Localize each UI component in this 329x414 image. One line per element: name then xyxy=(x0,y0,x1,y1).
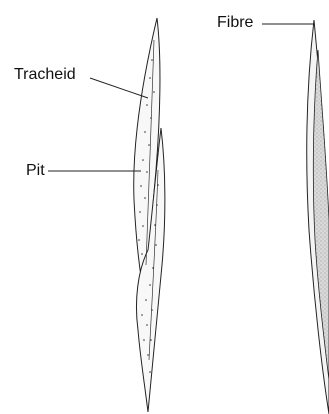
pit-dot xyxy=(144,197,146,199)
tracheid-leader-line xyxy=(90,78,148,98)
pit-dot xyxy=(145,299,147,301)
pit-dot xyxy=(149,284,151,286)
tracheid-label: Tracheid xyxy=(14,66,76,84)
pit-dot xyxy=(151,309,153,311)
pit-dot xyxy=(142,225,144,227)
pit-dot xyxy=(147,354,149,356)
pit-dot xyxy=(146,104,148,106)
pit-dot xyxy=(157,184,159,186)
pit-dot xyxy=(141,314,143,316)
pit-dot xyxy=(152,267,154,269)
fibre-cell xyxy=(307,20,329,414)
pit-dot xyxy=(146,324,148,326)
pit-dot xyxy=(151,59,153,61)
pit-dot xyxy=(144,131,146,133)
pit-dot xyxy=(150,117,152,119)
pit-dot xyxy=(156,204,158,206)
pit-dot xyxy=(140,185,142,187)
pit-dot xyxy=(153,91,155,93)
fibre-label: Fibre xyxy=(217,14,253,32)
pit-dot xyxy=(149,371,151,373)
pit-dot xyxy=(154,224,156,226)
pit-dot xyxy=(148,144,150,146)
tracheid-cell xyxy=(134,18,165,412)
pit-dot xyxy=(139,211,141,213)
pit-dot xyxy=(146,171,148,173)
pit-label: Pit xyxy=(26,162,45,180)
pit-dot xyxy=(142,159,144,161)
pit-dot xyxy=(155,244,157,246)
pit-dot xyxy=(138,239,140,241)
pit-dot xyxy=(150,339,152,341)
pit-dot xyxy=(141,253,143,255)
pit-dot xyxy=(149,77,151,79)
pit-dot xyxy=(143,339,145,341)
